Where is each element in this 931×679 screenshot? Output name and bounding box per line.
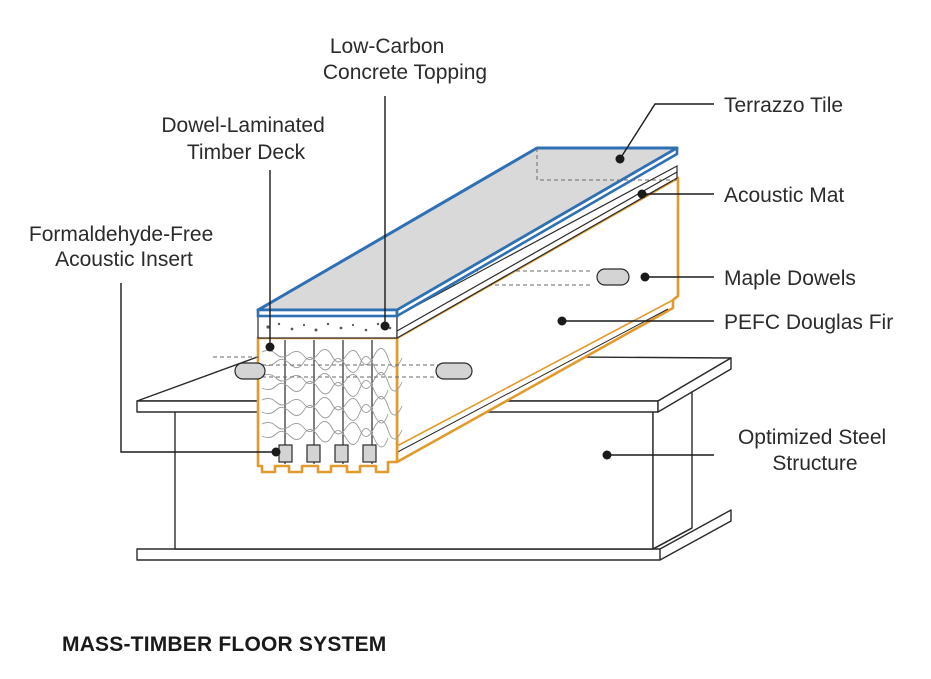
leader-dot-fir (557, 316, 567, 326)
leader-lines (120, 96, 714, 460)
timber-side-groove-shadow (391, 308, 669, 456)
leader-acoustic-insert (120, 283, 276, 453)
label-acoustic-mat: Acoustic Mat (724, 184, 844, 207)
concrete-and-tile (256, 146, 679, 340)
label-maple-dowels: Maple Dowels (724, 267, 856, 290)
terrazzo-tile-front (256, 308, 399, 318)
leader-dot-steel (602, 450, 612, 460)
leader-dot-insert (271, 447, 281, 457)
timber-deck (256, 176, 680, 474)
label-dowel-laminated-timber: Dowel-Laminated Timber Deck (161, 114, 330, 164)
label-optimized-steel-structure: Optimized Steel Structure (738, 426, 892, 475)
labels: Low-Carbon Concrete Topping Dowel-Lamina… (29, 35, 893, 475)
dowel-upper (596, 268, 630, 286)
maple-dowels (213, 268, 630, 380)
concrete-topping-front (257, 315, 398, 339)
timber-side-groove (396, 299, 674, 447)
leader-dot-terrazzo (615, 154, 625, 164)
label-terrazzo-tile: Terrazzo Tile (724, 94, 843, 117)
leader-terrazzo-tile (619, 103, 714, 160)
label-pefc-douglas-fir: PEFC Douglas Fir (724, 311, 893, 334)
acoustic-mat-layer (396, 171, 678, 332)
dowel-lower (435, 362, 473, 380)
acoustic-inserts (278, 444, 377, 463)
leader-dot-concrete (380, 321, 390, 331)
leader-dot-dowels (640, 272, 650, 282)
steel-top-flange-side (657, 357, 732, 413)
diagram-title: MASS-TIMBER FLOOR SYSTEM (62, 633, 387, 656)
wood-grain (261, 348, 403, 448)
concrete-aggregate (266, 322, 392, 332)
steel-web-side (652, 389, 693, 550)
label-low-carbon-concrete: Low-Carbon Concrete Topping (323, 35, 487, 84)
leader-dot-timber (265, 342, 275, 352)
terrazzo-tile-side (395, 146, 679, 318)
tile-hidden-edges (536, 148, 677, 181)
leader-dot-mat (637, 189, 647, 199)
dowel-left (234, 362, 266, 380)
label-formaldehyde-free-insert: Formaldehyde-Free Acoustic Insert (29, 223, 219, 271)
steel-web-base (652, 527, 693, 550)
